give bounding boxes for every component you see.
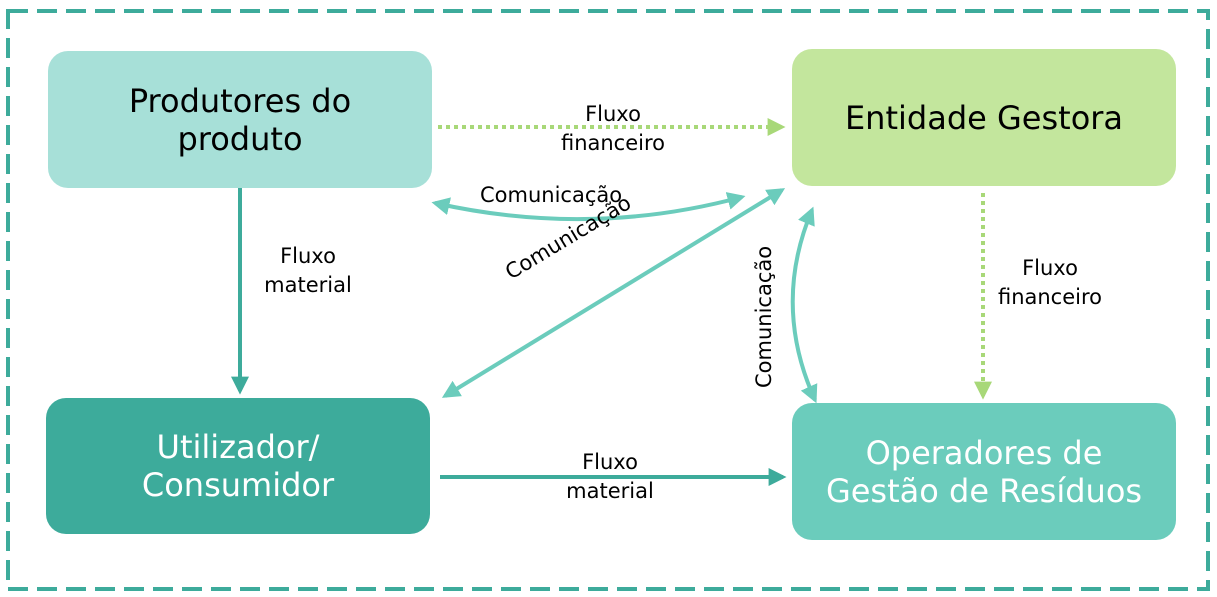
label-line2: financeiro <box>560 131 666 155</box>
edge-entity-operators-comm <box>790 206 818 404</box>
edge-consumer-entity-comm <box>441 188 786 398</box>
node-waste-operators-label-line2: Gestão de Resíduos <box>825 471 1143 510</box>
label-producers-to-consumer: Fluxo material <box>248 242 368 300</box>
label-producers-entity-comm: Comunicação <box>480 183 623 207</box>
label-line2: material <box>264 273 352 297</box>
node-consumer-label-line1: Utilizador/ <box>156 428 320 466</box>
label-line1: Fluxo <box>585 102 641 126</box>
label-producers-to-entity: Fluxo financeiro <box>548 100 678 158</box>
node-waste-operators-label-line1: Operadores de <box>865 433 1103 472</box>
label-line1: Fluxo <box>280 244 336 268</box>
label-line1: Fluxo <box>1022 256 1078 280</box>
node-waste-operators: Operadores de Gestão de Resíduos <box>792 403 1176 540</box>
label-line2: material <box>566 479 654 503</box>
label-entity-to-operators: Fluxo financeiro <box>985 254 1115 312</box>
label-entity-operators-comm: Comunicação <box>752 245 776 388</box>
node-consumer-label-line2: Consumidor <box>141 466 335 504</box>
node-managing-entity-label: Entidade Gestora <box>844 98 1124 137</box>
label-consumer-to-operators: Fluxo material <box>550 448 670 506</box>
node-consumer: Utilizador/ Consumidor <box>46 398 430 534</box>
label-line1: Fluxo <box>582 450 638 474</box>
node-producers-label-line2: produto <box>177 119 303 158</box>
label-line2: financeiro <box>997 285 1103 309</box>
outer-dashed-border <box>6 9 1210 591</box>
node-producers: Produtores do produto <box>48 51 432 188</box>
node-producers-label-line1: Produtores do <box>128 81 352 120</box>
node-managing-entity: Entidade Gestora <box>792 49 1176 186</box>
